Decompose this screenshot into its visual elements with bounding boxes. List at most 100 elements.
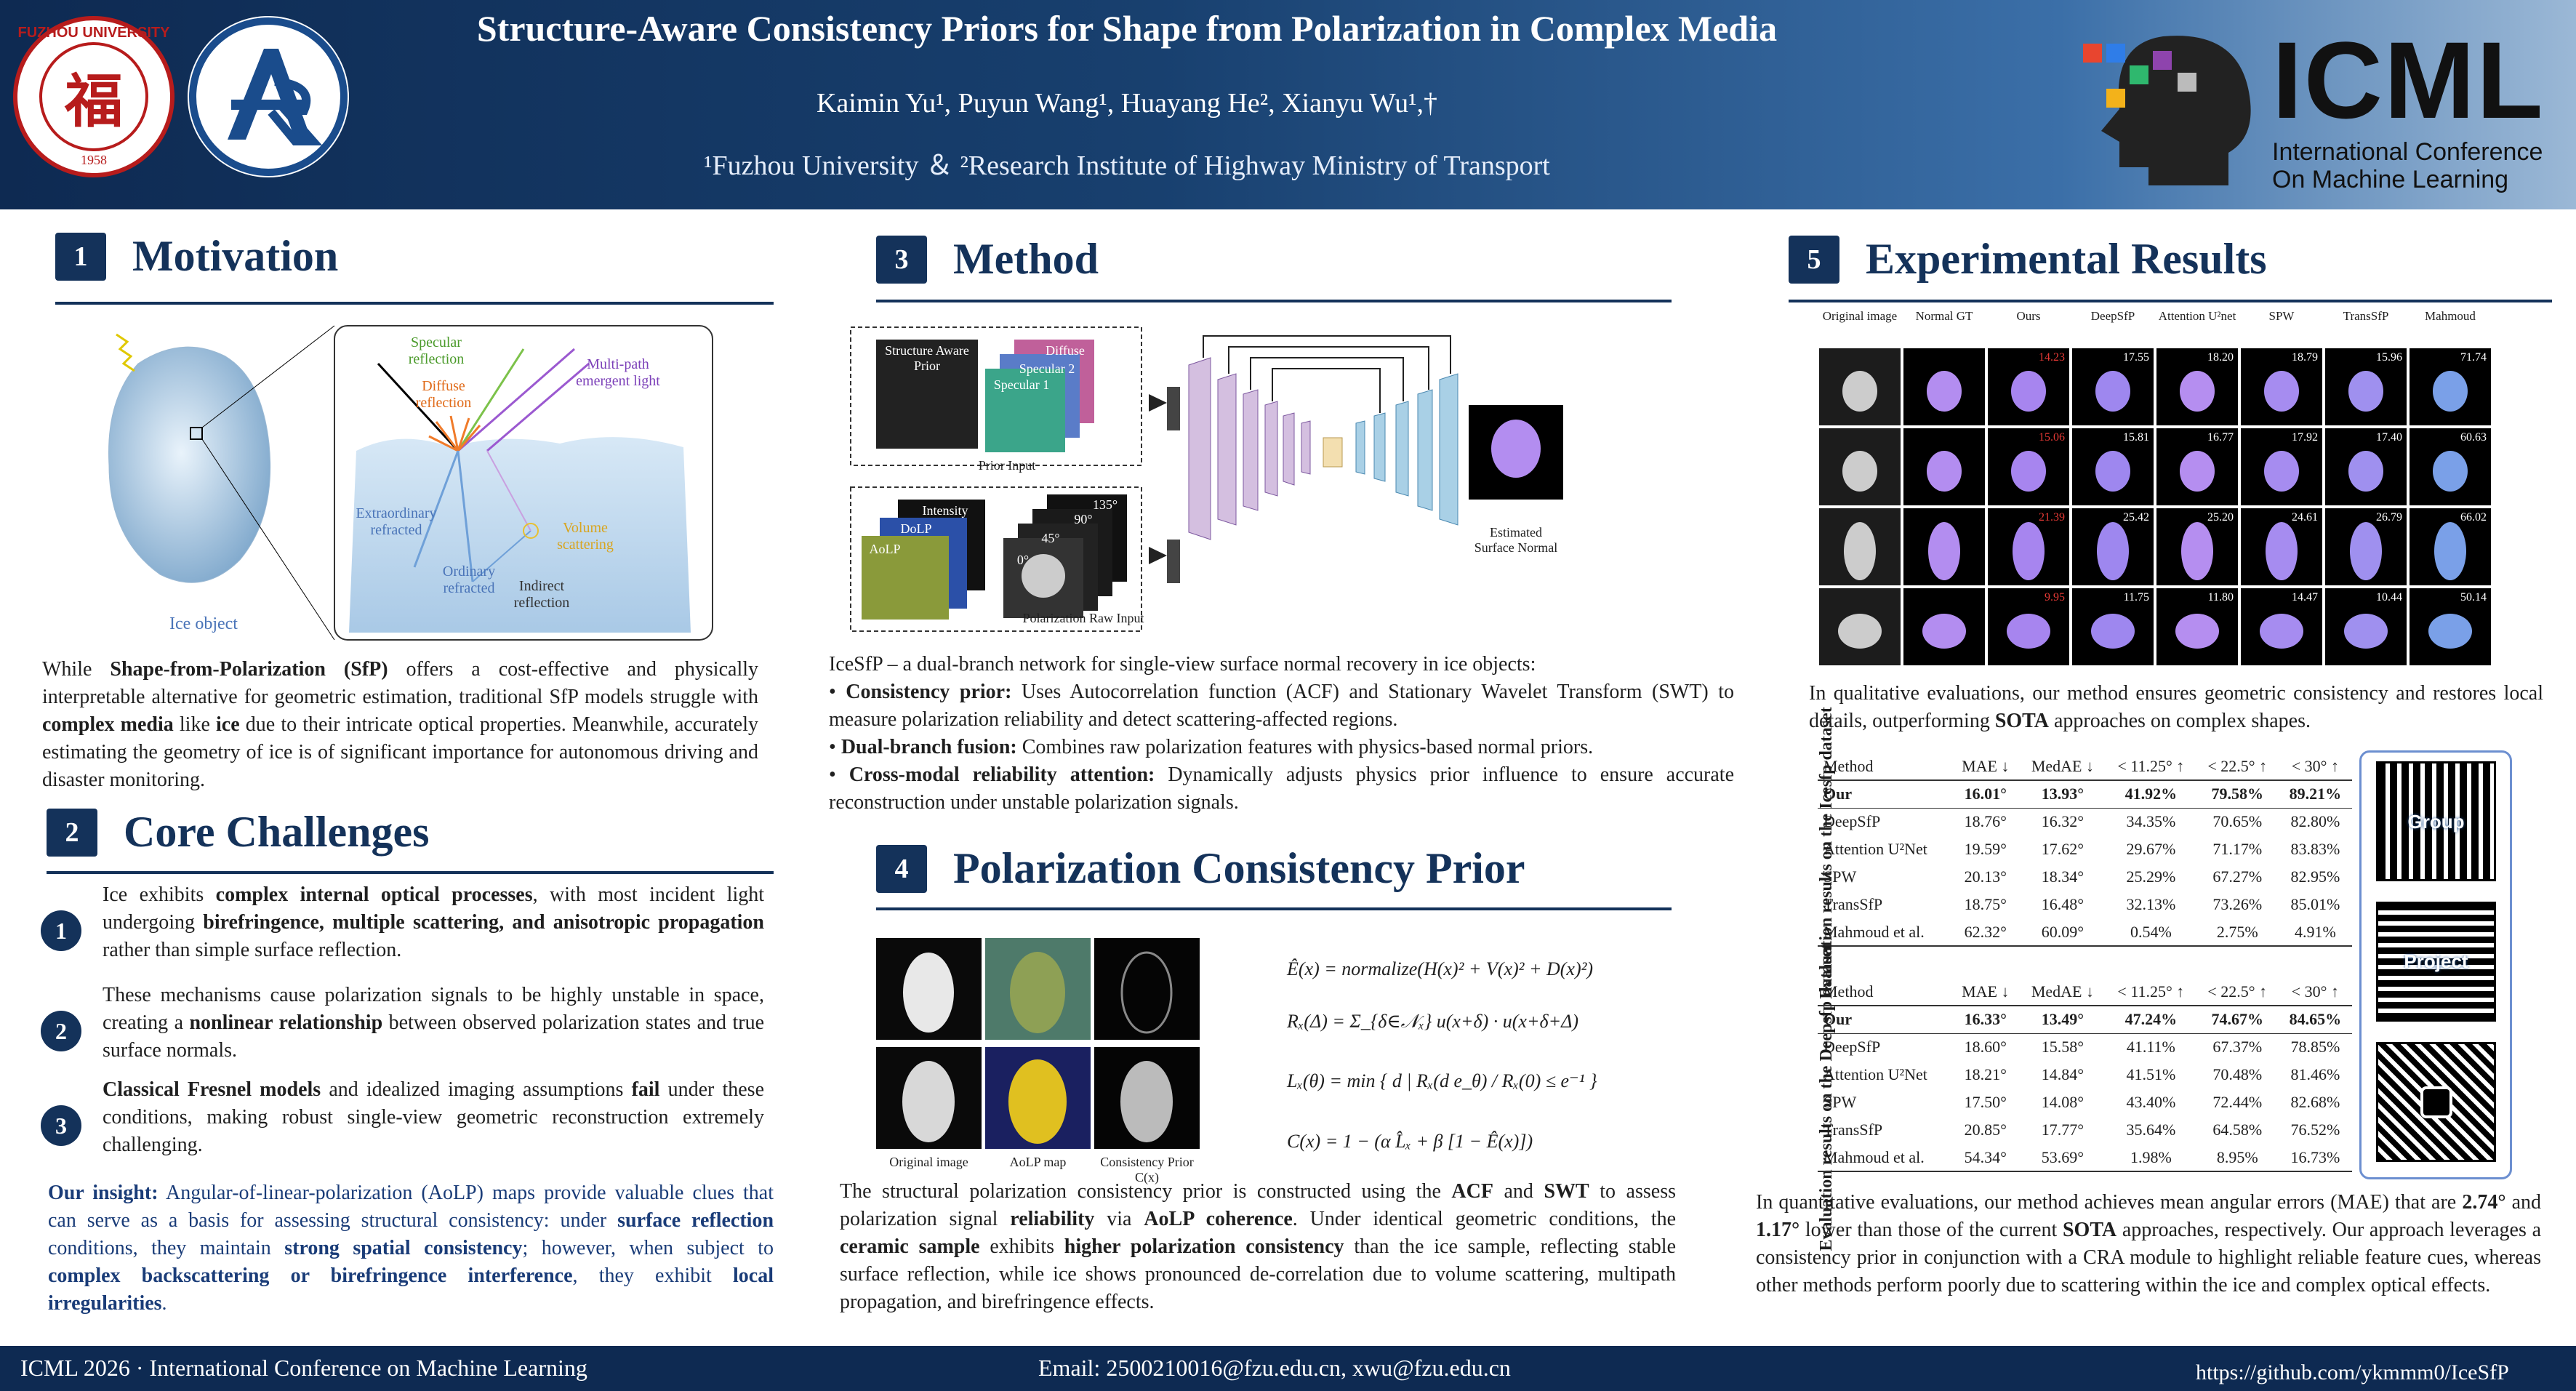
table-cell: TransSfP (1823, 1121, 1883, 1139)
icml-logo: ICML International Conference On Machine… (2069, 22, 2570, 193)
table-cell: 82.68% (2290, 1093, 2340, 1111)
table-cell: 17.50° (1964, 1093, 2007, 1111)
table-cell: 16.01° (1951, 780, 2020, 809)
table-cell: 84.65% (2278, 1006, 2352, 1034)
table-cell: 16.33° (1951, 1006, 2020, 1034)
ice-optics-diagram (108, 325, 713, 641)
table-cell: 70.48% (2212, 1065, 2263, 1083)
grid-object (2264, 451, 2299, 492)
footer-github-link[interactable]: https://github.com/ykmmm0/IceSfP (2196, 1360, 2509, 1384)
quantitative-paragraph: In quantitative evaluations, our method … (1756, 1191, 2542, 1296)
challenge-item-1: 1 Ice exhibits complex internal optical … (41, 881, 768, 976)
table-cell: 71.17% (2212, 840, 2263, 858)
table-cell: 41.51% (2126, 1065, 2176, 1083)
fzu-logo-ring-text: FUZHOU UNIVERSITY (17, 25, 170, 41)
grid-column-head: DeepSfP (2090, 309, 2135, 323)
table-cell: 14.84° (2041, 1065, 2085, 1083)
table-cell: 78.85% (2290, 1038, 2340, 1057)
label-specular-1: Specular 1 (993, 377, 1050, 392)
table-cell: 4.91% (2278, 918, 2352, 947)
section-rule (55, 302, 774, 305)
table-cell: 20.13° (1964, 867, 2007, 886)
table-cell: 53.69° (2019, 1144, 2106, 1172)
qr-project[interactable] (2376, 902, 2496, 1022)
grid-mae-value: 25.20 (2207, 511, 2234, 524)
table-cell: 18.60° (1964, 1038, 2007, 1057)
grid-mae-value: 15.96 (2376, 351, 2402, 364)
grid-object (1922, 614, 1966, 649)
grid-object (1842, 451, 1877, 492)
table-cell: 15.58° (2041, 1038, 2085, 1057)
footer-conference: ICML 2026 · International Conference on … (20, 1355, 587, 1381)
grid-object (2091, 614, 2135, 649)
table-header-cell: MAE ↓ (1951, 753, 2020, 781)
table-cell: 89.21% (2278, 780, 2352, 809)
network-architecture-diagram (850, 326, 1563, 632)
cap-aolp: AoLP map (1009, 1155, 1067, 1169)
table-cell: 74.67% (2196, 1006, 2279, 1034)
footer-email[interactable]: Email: 2500210016@fzu.edu.cn, xwu@fzu.ed… (1038, 1355, 1511, 1381)
section-heading: Method (953, 235, 1099, 283)
grid-object (2433, 451, 2468, 492)
poster-footer: ICML 2026 · International Conference on … (0, 1346, 2576, 1391)
section-heading: Polarization Consistency Prior (953, 844, 1525, 892)
fzu-logo: FUZHOU UNIVERSITY 福 1958 (13, 16, 174, 177)
eq-1: Ê(x) = normalize(H(x)² + V(x)² + D(x)²) (1287, 958, 1594, 979)
eq-2: Rₓ(Δ) = Σ_{δ∈𝒩ₓ} u(x+δ) · u(x+δ+Δ) (1287, 1011, 1579, 1032)
grid-object (1928, 522, 1960, 580)
grid-object (2097, 522, 2129, 580)
method-bullet-2: • Dual-branch fusion: Combines raw polar… (829, 736, 1594, 758)
grid-object (1927, 451, 1962, 492)
method-bullet-1: • Consistency prior: Uses Autocorrelatio… (829, 681, 1734, 731)
qr-group[interactable] (2376, 761, 2496, 881)
section-motivation-title: 1 Motivation (55, 231, 338, 281)
wechat-icon (2420, 1086, 2452, 1118)
poster-title: Structure-Aware Consistency Priors for S… (476, 8, 1778, 49)
table-cell: 79.58% (2196, 780, 2279, 809)
table-cell: 17.77° (2041, 1121, 2085, 1139)
grid-object (2348, 371, 2383, 412)
prior-paragraph: The structural polarization consistency … (840, 1180, 1677, 1313)
table-cell: 67.27% (2212, 867, 2263, 886)
table-cell: TransSfP (1823, 895, 1883, 913)
table-cell: 32.13% (2126, 895, 2176, 913)
rioh-logo (188, 16, 349, 177)
grid-object (1838, 614, 1882, 649)
label-specular-2: Specular 2 (1019, 361, 1075, 376)
label-multipath: Multi-path emergent light (576, 356, 660, 389)
grid-column-head: Normal GT (1915, 309, 1973, 323)
table-cell: Attention U²Net (1823, 1065, 1927, 1083)
table-cell: 16.73% (2278, 1144, 2352, 1172)
label-extraordinary: Extraordinary refracted (356, 505, 437, 538)
grid-mae-value: 26.79 (2376, 511, 2402, 524)
grid-object (1842, 371, 1877, 412)
section-number: 1 (55, 232, 106, 281)
table-cell: 16.48° (2041, 895, 2085, 913)
table-cell: 82.80% (2290, 812, 2340, 831)
table-cell: 2.75% (2196, 918, 2279, 947)
poster-affiliations: ¹Fuzhou University ＆ ²Research Institute… (704, 151, 1550, 181)
challenge-item-3: 3 Classical Fresnel models and idealized… (41, 1076, 768, 1171)
grid-mae-value: 66.02 (2460, 511, 2487, 524)
table-cell: 18.76° (1964, 812, 2007, 831)
table-header-cell: < 22.5° ↑ (2196, 978, 2279, 1006)
icml-logo-subtitle: International Conference On Machine Lear… (2272, 138, 2543, 193)
qr-wechat[interactable] (2376, 1042, 2496, 1162)
challenge-number: 2 (41, 1011, 81, 1051)
label-45: 45° (1041, 531, 1060, 545)
table-cell: 8.95% (2196, 1144, 2279, 1172)
grid-object (2013, 522, 2045, 580)
label-ice-object: Ice object (169, 614, 238, 633)
table-cell: 20.85° (1964, 1121, 2007, 1139)
grid-mae-value: 60.63 (2460, 431, 2487, 444)
grid-mae-value: 18.20 (2207, 351, 2234, 364)
table-cell: 18.21° (1964, 1065, 2007, 1083)
table-cell: 76.52% (2290, 1121, 2340, 1139)
prior-figure: Original image AoLP map Consistency Prio… (876, 938, 1207, 1184)
